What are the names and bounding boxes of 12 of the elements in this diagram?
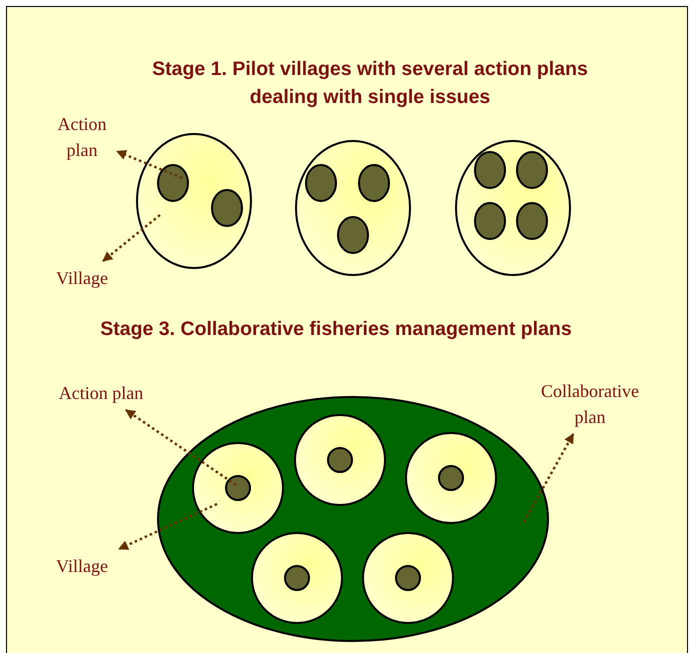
leader-line: [125, 409, 237, 486]
callout-label: Village: [46, 553, 118, 579]
heading: Stage 3. Collaborative fisheries management plans: [99, 317, 573, 342]
callout-label: Action plan: [51, 111, 113, 163]
leader-line: [116, 150, 182, 180]
leader-line: [102, 214, 161, 262]
callout-label: Action plan: [39, 380, 163, 406]
callout-label: Village: [46, 265, 118, 291]
leader-line: [522, 433, 574, 523]
callout-label: Collaborative plan: [534, 378, 646, 430]
leader-line: [118, 502, 218, 550]
heading: Stage 1. Pilot villages with several action plans dealing with single issues: [151, 57, 589, 110]
